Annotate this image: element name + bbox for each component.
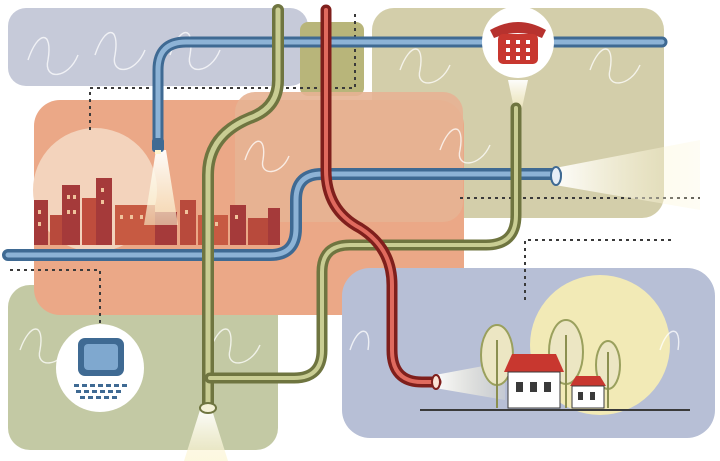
telephone-icon bbox=[482, 6, 554, 78]
lamp-icon bbox=[152, 138, 164, 154]
city-skyline-icon bbox=[34, 178, 280, 245]
pipe-end-house bbox=[431, 374, 441, 390]
beam-right bbox=[555, 140, 700, 210]
pipes bbox=[2, 4, 668, 411]
pipe-end-bottom bbox=[199, 402, 217, 414]
beam-city-lamp bbox=[144, 150, 178, 225]
lavender-panel bbox=[8, 8, 308, 86]
house-icon bbox=[504, 354, 606, 409]
beam-bottom bbox=[184, 410, 228, 461]
computer-icon bbox=[56, 324, 144, 412]
beam-phone bbox=[508, 80, 528, 108]
dotted-lines bbox=[10, 10, 700, 335]
pipe-end-right bbox=[550, 166, 562, 186]
